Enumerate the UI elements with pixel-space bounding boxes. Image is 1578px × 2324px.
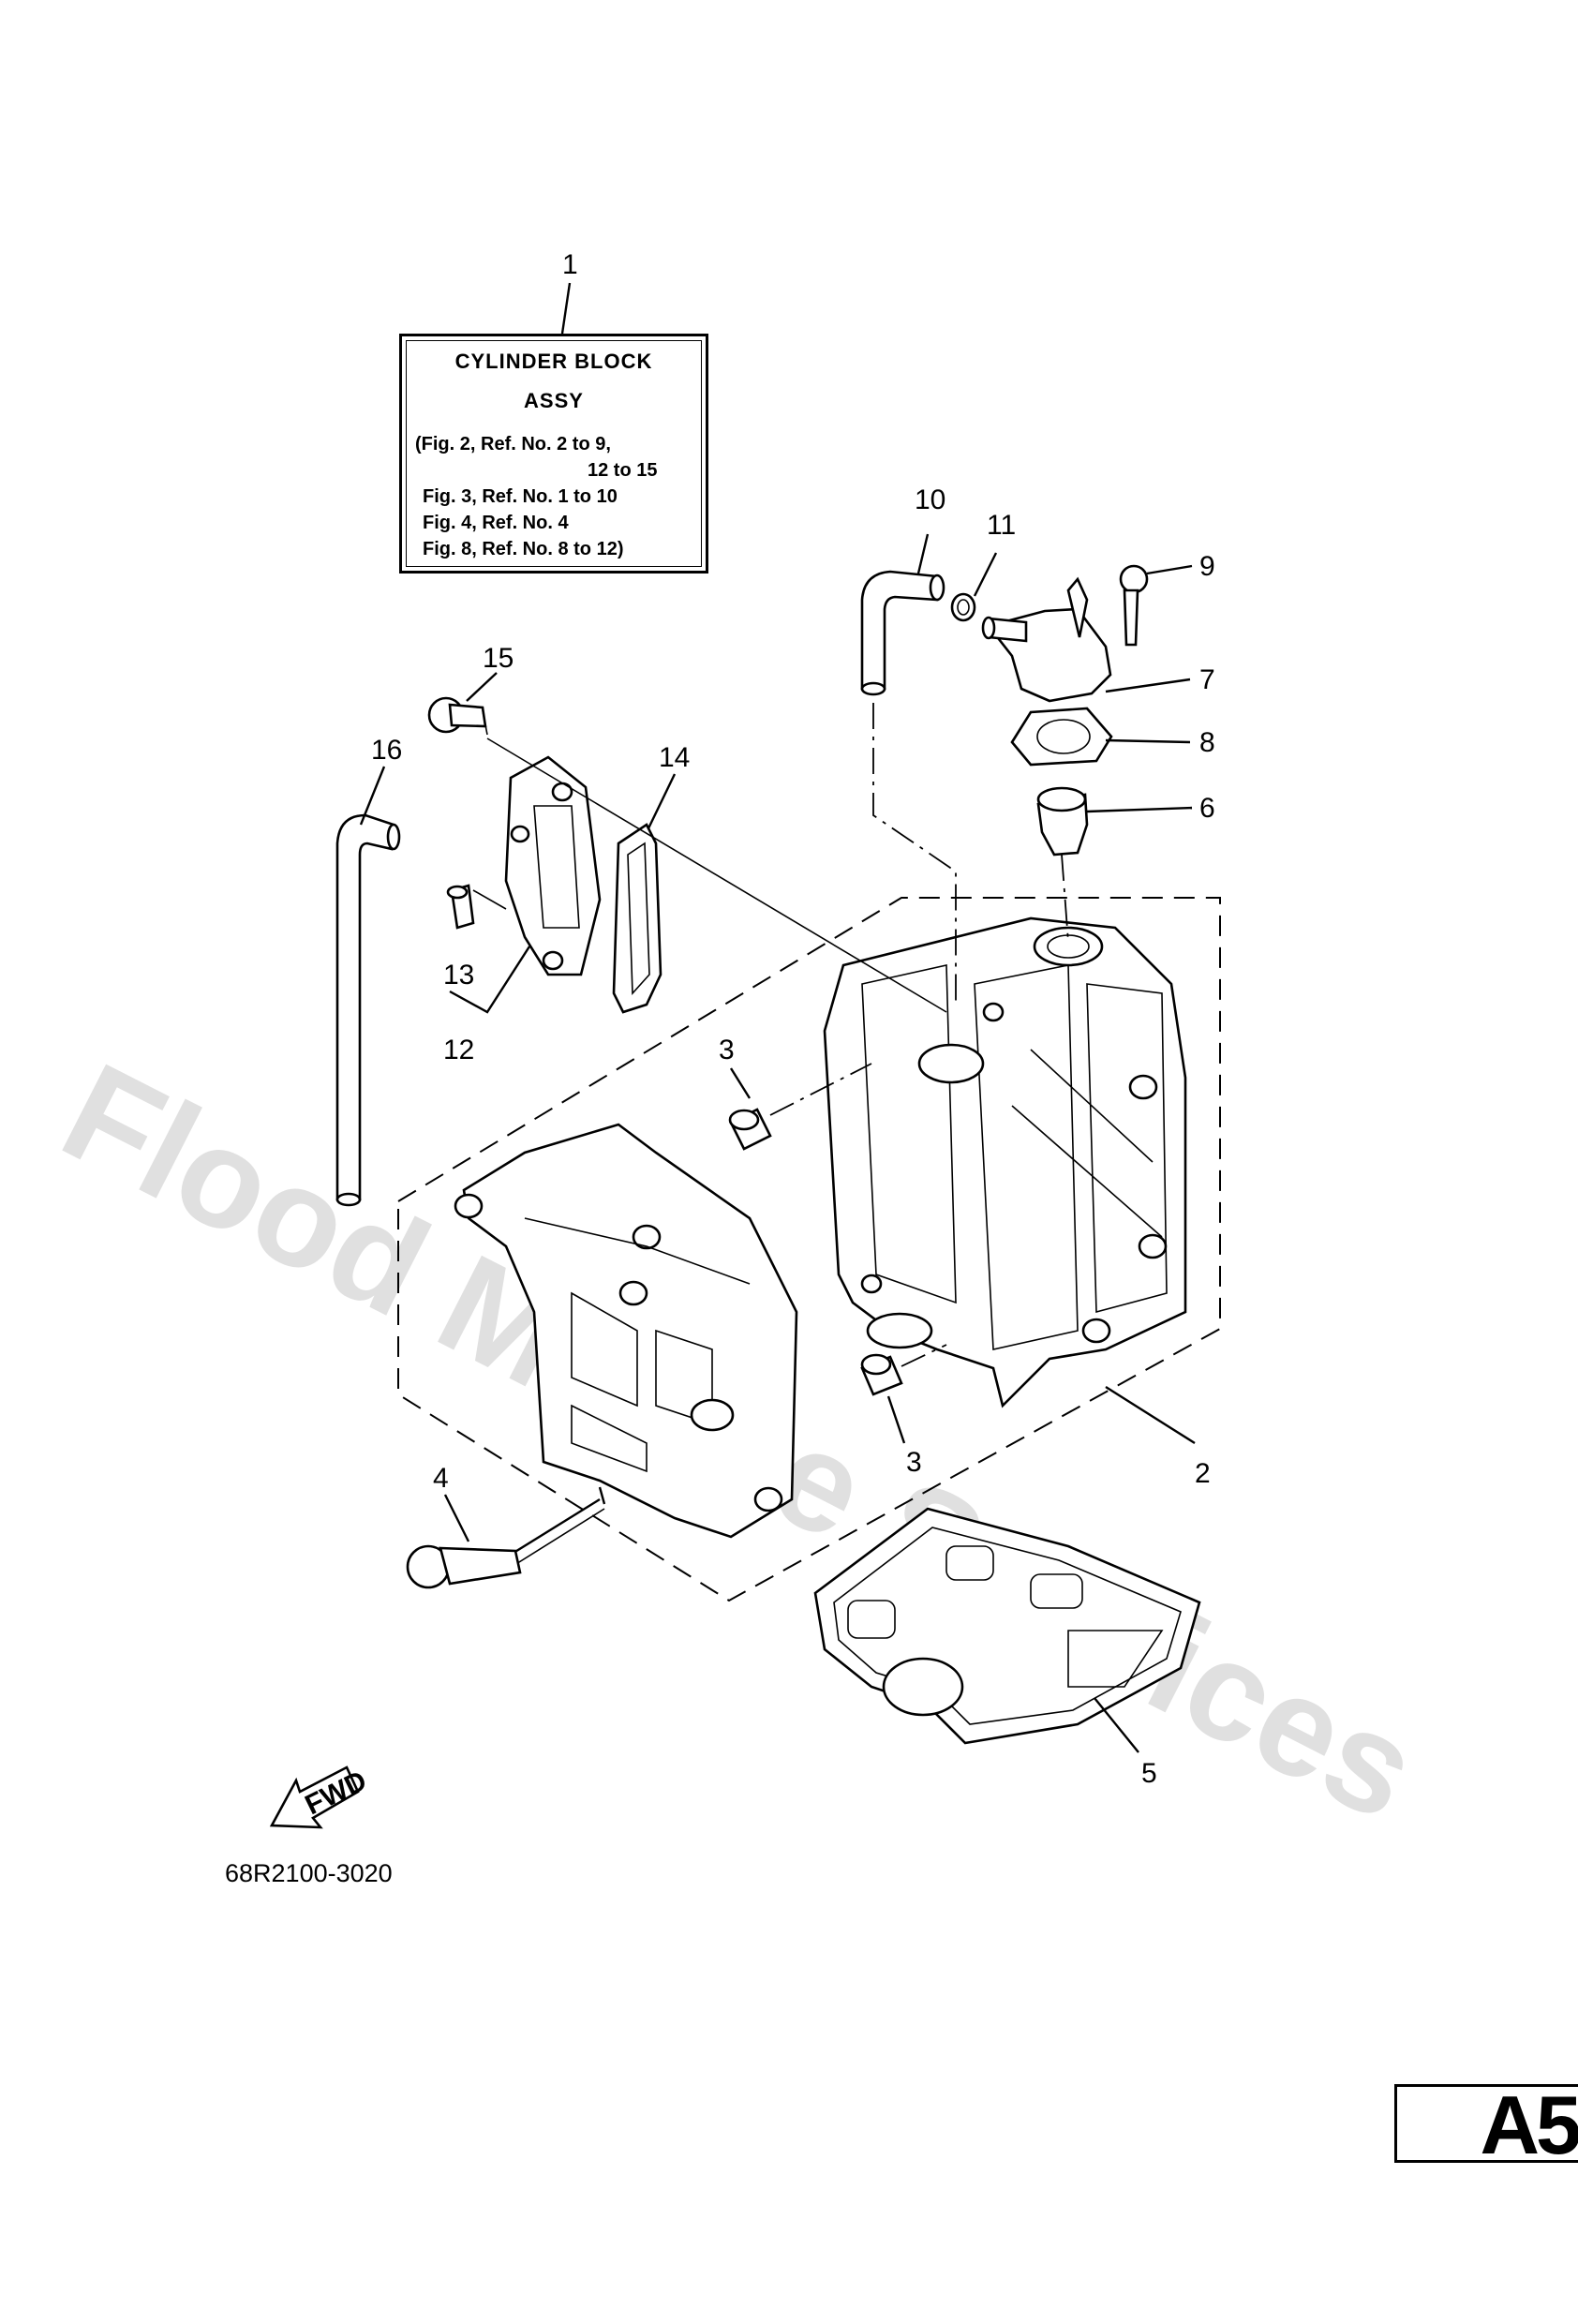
ref-number-14: 14 (659, 742, 690, 773)
leader-1 (560, 282, 572, 335)
ref-number-7: 7 (1199, 664, 1215, 695)
hose-clip-part (950, 552, 998, 622)
dowel-pin-upper (728, 1063, 872, 1151)
ref-number-1: 1 (562, 249, 578, 280)
ref-number-15: 15 (483, 643, 514, 674)
dowel-pin-lower (860, 1344, 947, 1444)
page-tag-text: A5 (1480, 2078, 1578, 2171)
leader-2 (1105, 1385, 1196, 1445)
leader-12-13 (449, 946, 531, 1014)
forward-arrow-icon (269, 1765, 360, 1829)
leader-9 (1146, 564, 1193, 575)
gasket-part (813, 1507, 1201, 1753)
crankcase-part (454, 1123, 798, 1539)
leader-14 (647, 773, 677, 829)
leader-6 (1086, 806, 1193, 813)
bolt-part (406, 1486, 606, 1589)
thermostat-bolt-9 (1119, 564, 1193, 647)
ref-number-4: 4 (433, 1463, 449, 1494)
thermostat-gasket-part (1010, 707, 1191, 767)
thermostat-cover-part (981, 576, 1191, 703)
ref-number-5: 5 (1141, 1758, 1157, 1789)
ref-number-3-lower: 3 (906, 1447, 922, 1478)
cover-bolt-15 (427, 672, 947, 1013)
leader-16 (359, 766, 386, 826)
leader-8 (1105, 738, 1191, 744)
assembly-boundary-dashed (397, 897, 1221, 1602)
cover-bolt-13 (446, 884, 531, 1014)
ref-number-6: 6 (1199, 793, 1215, 824)
ref-number-11: 11 (987, 510, 1016, 541)
ref-number-2: 2 (1195, 1458, 1211, 1489)
exhaust-cover-part (504, 755, 602, 976)
leader-11 (973, 552, 998, 597)
ref-number-8: 8 (1199, 727, 1215, 758)
water-hose-part (860, 533, 957, 1003)
leader-7 (1105, 678, 1191, 693)
catalog-code: 68R2100-3020 (225, 1859, 393, 1887)
ref-number-16: 16 (371, 735, 402, 766)
leader-15 (466, 672, 498, 702)
cylinder-block-part (823, 916, 1187, 1408)
thermostat-part (1036, 786, 1193, 943)
leader-10 (916, 533, 930, 574)
cover-gasket-part (612, 773, 677, 1014)
ref-number-3-upper: 3 (719, 1035, 735, 1065)
page-tag: A5 (1394, 2078, 1578, 2171)
assembly-label-box: CYLINDER BLOCK ASSY (Fig. 2, Ref. No. 2 … (399, 334, 708, 574)
leader-5 (1094, 1697, 1139, 1753)
hose-part (335, 766, 401, 1207)
leader-3a (729, 1067, 752, 1099)
ref-number-10: 10 (915, 484, 945, 515)
ref-number-13: 13 (443, 960, 474, 991)
ref-number-9: 9 (1199, 551, 1215, 582)
ref-number-12: 12 (443, 1035, 474, 1065)
leader-3b (886, 1395, 906, 1444)
leader-4 (443, 1494, 470, 1542)
